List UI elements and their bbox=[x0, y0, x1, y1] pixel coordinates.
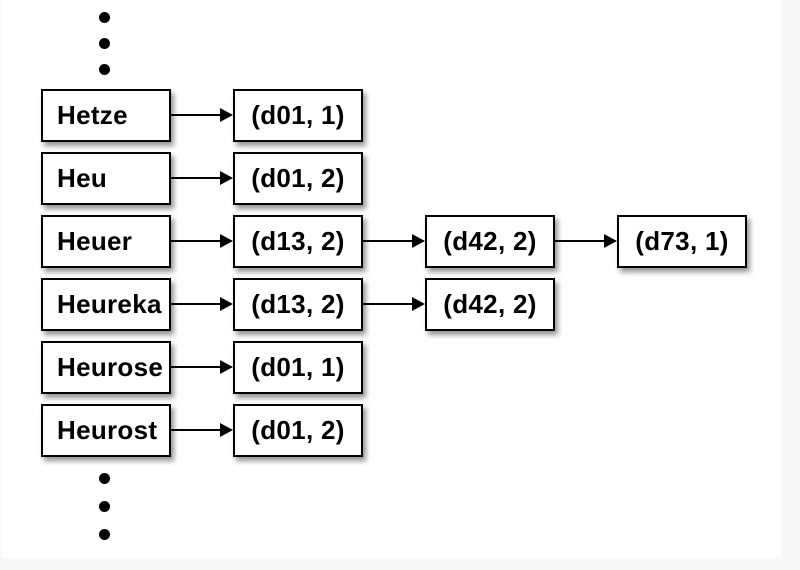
arrow-shaft bbox=[171, 114, 221, 116]
arrow-right-connector bbox=[171, 297, 233, 311]
term-box: Heurose bbox=[41, 341, 171, 394]
arrow-head-icon bbox=[604, 234, 617, 248]
posting-box: (d13, 2) bbox=[233, 215, 363, 268]
posting-box: (d42, 2) bbox=[425, 215, 555, 268]
arrow-shaft bbox=[171, 366, 221, 368]
posting-label: (d13, 2) bbox=[251, 226, 345, 256]
term-label: Heuer bbox=[57, 226, 133, 256]
term-label: Heurose bbox=[57, 352, 164, 382]
posting-label: (d13, 2) bbox=[251, 289, 345, 319]
term-box: Heureka bbox=[41, 278, 171, 331]
term-box: Heurost bbox=[41, 404, 171, 457]
arrow-shaft bbox=[363, 240, 413, 242]
arrow-shaft bbox=[171, 429, 221, 431]
posting-label: (d42, 2) bbox=[443, 289, 537, 319]
arrow-head-icon bbox=[220, 234, 233, 248]
arrow-shaft bbox=[171, 240, 221, 242]
posting-box: (d13, 2) bbox=[233, 278, 363, 331]
arrow-shaft bbox=[555, 240, 605, 242]
arrow-right-connector bbox=[363, 234, 425, 248]
posting-box: (d73, 1) bbox=[617, 215, 747, 268]
arrow-head-icon bbox=[220, 297, 233, 311]
posting-label: (d42, 2) bbox=[443, 226, 537, 256]
posting-label: (d01, 2) bbox=[251, 415, 345, 445]
arrow-right-connector bbox=[171, 423, 233, 437]
arrow-head-icon bbox=[220, 171, 233, 185]
posting-label: (d01, 2) bbox=[251, 163, 345, 193]
arrow-head-icon bbox=[412, 297, 425, 311]
term-label: Heu bbox=[57, 163, 108, 193]
arrow-shaft bbox=[363, 303, 413, 305]
posting-label: (d73, 1) bbox=[635, 226, 729, 256]
term-box: Hetze bbox=[41, 89, 171, 142]
ellipsis-dot-icon bbox=[98, 63, 110, 75]
arrow-right-connector bbox=[363, 297, 425, 311]
ellipsis-dot-icon bbox=[98, 500, 110, 512]
posting-box: (d01, 1) bbox=[233, 341, 363, 394]
arrow-head-icon bbox=[220, 423, 233, 437]
term-box: Heuer bbox=[41, 215, 171, 268]
ellipsis-dot-icon bbox=[98, 528, 110, 540]
ellipsis-dot-icon bbox=[98, 11, 110, 23]
posting-label: (d01, 1) bbox=[251, 100, 345, 130]
posting-box: (d01, 2) bbox=[233, 152, 363, 205]
arrow-right-connector bbox=[171, 171, 233, 185]
arrow-head-icon bbox=[412, 234, 425, 248]
arrow-head-icon bbox=[220, 360, 233, 374]
arrow-head-icon bbox=[220, 108, 233, 122]
arrow-right-connector bbox=[171, 234, 233, 248]
posting-box: (d01, 2) bbox=[233, 404, 363, 457]
term-box: Heu bbox=[41, 152, 171, 205]
arrow-right-connector bbox=[171, 108, 233, 122]
term-label: Heureka bbox=[57, 289, 162, 319]
term-label: Heurost bbox=[57, 415, 158, 445]
posting-box: (d42, 2) bbox=[425, 278, 555, 331]
ellipsis-dot-icon bbox=[98, 472, 110, 484]
arrow-right-connector bbox=[171, 360, 233, 374]
posting-label: (d01, 1) bbox=[251, 352, 345, 382]
term-label: Hetze bbox=[57, 100, 128, 130]
arrow-shaft bbox=[171, 303, 221, 305]
arrow-shaft bbox=[171, 177, 221, 179]
arrow-right-connector bbox=[555, 234, 617, 248]
ellipsis-dot-icon bbox=[98, 37, 110, 49]
posting-box: (d01, 1) bbox=[233, 89, 363, 142]
